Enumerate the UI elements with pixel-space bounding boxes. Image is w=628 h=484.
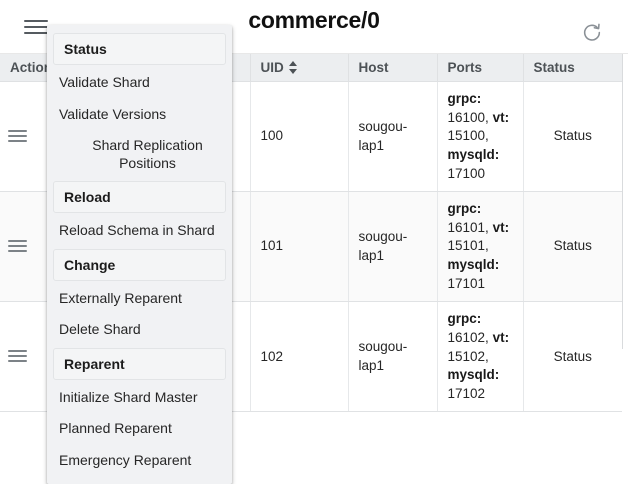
hamburger-line	[24, 26, 48, 28]
column-header-uid[interactable]: UID	[250, 54, 349, 82]
menu-item-planned-reparent[interactable]: Planned Reparent	[59, 420, 172, 436]
cell-uid: 101	[250, 191, 349, 303]
shard-actions-menu: Status Validate Shard Validate Versions …	[47, 25, 232, 484]
cell-ports: grpc: 16100, vt: 15100, mysqld: 17100	[437, 81, 524, 193]
table-right-edge	[622, 54, 628, 349]
port-label-mysqld: mysqld:	[447, 367, 500, 383]
cell-action	[0, 301, 55, 413]
port-value-grpc: 16101,	[447, 219, 489, 235]
port-value-vt: 15101,	[447, 238, 489, 254]
hamburger-line	[8, 129, 27, 133]
port-label-mysqld: mysqld:	[447, 146, 500, 162]
hamburger-line	[24, 32, 48, 34]
menu-item-shard-replication-positions[interactable]: Shard Replication Positions	[92, 137, 203, 171]
hamburger-line	[8, 349, 27, 353]
cell-host: sougou-lap1	[348, 81, 438, 193]
row-menu-icon[interactable]	[8, 349, 28, 365]
port-value-vt: 15102,	[447, 348, 489, 364]
column-header-host: Host	[348, 54, 438, 82]
cell-status[interactable]: Status	[523, 301, 622, 413]
menu-group-status: Status	[53, 33, 226, 65]
menu-group-reparent: Reparent	[53, 347, 226, 380]
cell-host: sougou-lap1	[348, 301, 438, 413]
sort-down-arrow	[288, 69, 297, 74]
sort-icon[interactable]	[288, 61, 298, 74]
cell-status[interactable]: Status	[523, 191, 622, 303]
hamburger-icon[interactable]	[22, 16, 50, 38]
row-menu-icon[interactable]	[8, 239, 28, 255]
cell-status[interactable]: Status	[523, 81, 622, 193]
port-value-grpc: 16100,	[447, 109, 489, 125]
page-title: commerce/0	[248, 7, 380, 33]
menu-item-emergency-reparent[interactable]: Emergency Reparent	[59, 451, 192, 468]
hamburger-line	[8, 354, 27, 358]
hamburger-line	[8, 249, 27, 253]
port-label-grpc: grpc:	[447, 201, 482, 217]
port-value-mysqld: 17100	[447, 165, 486, 181]
column-header-uid-label: UID	[260, 60, 284, 75]
sort-up-arrow	[288, 61, 297, 66]
cell-ports: grpc: 16102, vt: 15102, mysqld: 17102	[437, 301, 524, 413]
column-header-status: Status	[523, 54, 622, 82]
port-label-vt: vt:	[492, 329, 510, 345]
cell-ports: grpc: 16101, vt: 15101, mysqld: 17101	[437, 191, 524, 303]
menu-item-initialize-shard-master[interactable]: Initialize Shard Master	[59, 388, 198, 405]
cell-action	[0, 191, 55, 303]
hamburger-line	[8, 359, 27, 363]
cell-action	[0, 81, 55, 193]
port-label-grpc: grpc:	[447, 311, 482, 327]
hamburger-line	[8, 134, 27, 138]
port-value-mysqld: 17101	[447, 275, 486, 291]
port-label-vt: vt:	[492, 109, 510, 125]
menu-item-validate-shard[interactable]: Validate Shard	[59, 74, 150, 90]
refresh-icon[interactable]	[581, 22, 603, 44]
row-menu-icon[interactable]	[8, 129, 28, 145]
port-label-vt: vt:	[492, 219, 510, 235]
hamburger-line	[8, 139, 27, 143]
hamburger-line	[8, 239, 27, 243]
column-header-ports: Ports	[437, 54, 524, 82]
cell-uid: 100	[250, 81, 349, 193]
port-label-grpc: grpc:	[447, 91, 482, 106]
port-value-vt: 15100,	[447, 128, 489, 144]
menu-item-validate-versions[interactable]: Validate Versions	[59, 105, 167, 122]
menu-item-reload-schema-in-shard[interactable]: Reload Schema in Shard	[59, 222, 215, 238]
hamburger-line	[8, 244, 27, 248]
port-value-mysqld: 17102	[447, 385, 486, 401]
column-header-action: Action	[0, 54, 55, 82]
menu-group-change: Change	[53, 248, 226, 281]
cell-uid: 102	[250, 301, 349, 413]
menu-item-externally-reparent[interactable]: Externally Reparent	[59, 289, 182, 306]
port-label-mysqld: mysqld:	[447, 257, 500, 272]
menu-item-delete-shard[interactable]: Delete Shard	[59, 321, 141, 337]
port-value-grpc: 16102,	[447, 329, 489, 345]
cell-host: sougou-lap1	[348, 191, 438, 303]
menu-group-reload: Reload	[53, 181, 226, 213]
hamburger-line	[24, 20, 48, 22]
